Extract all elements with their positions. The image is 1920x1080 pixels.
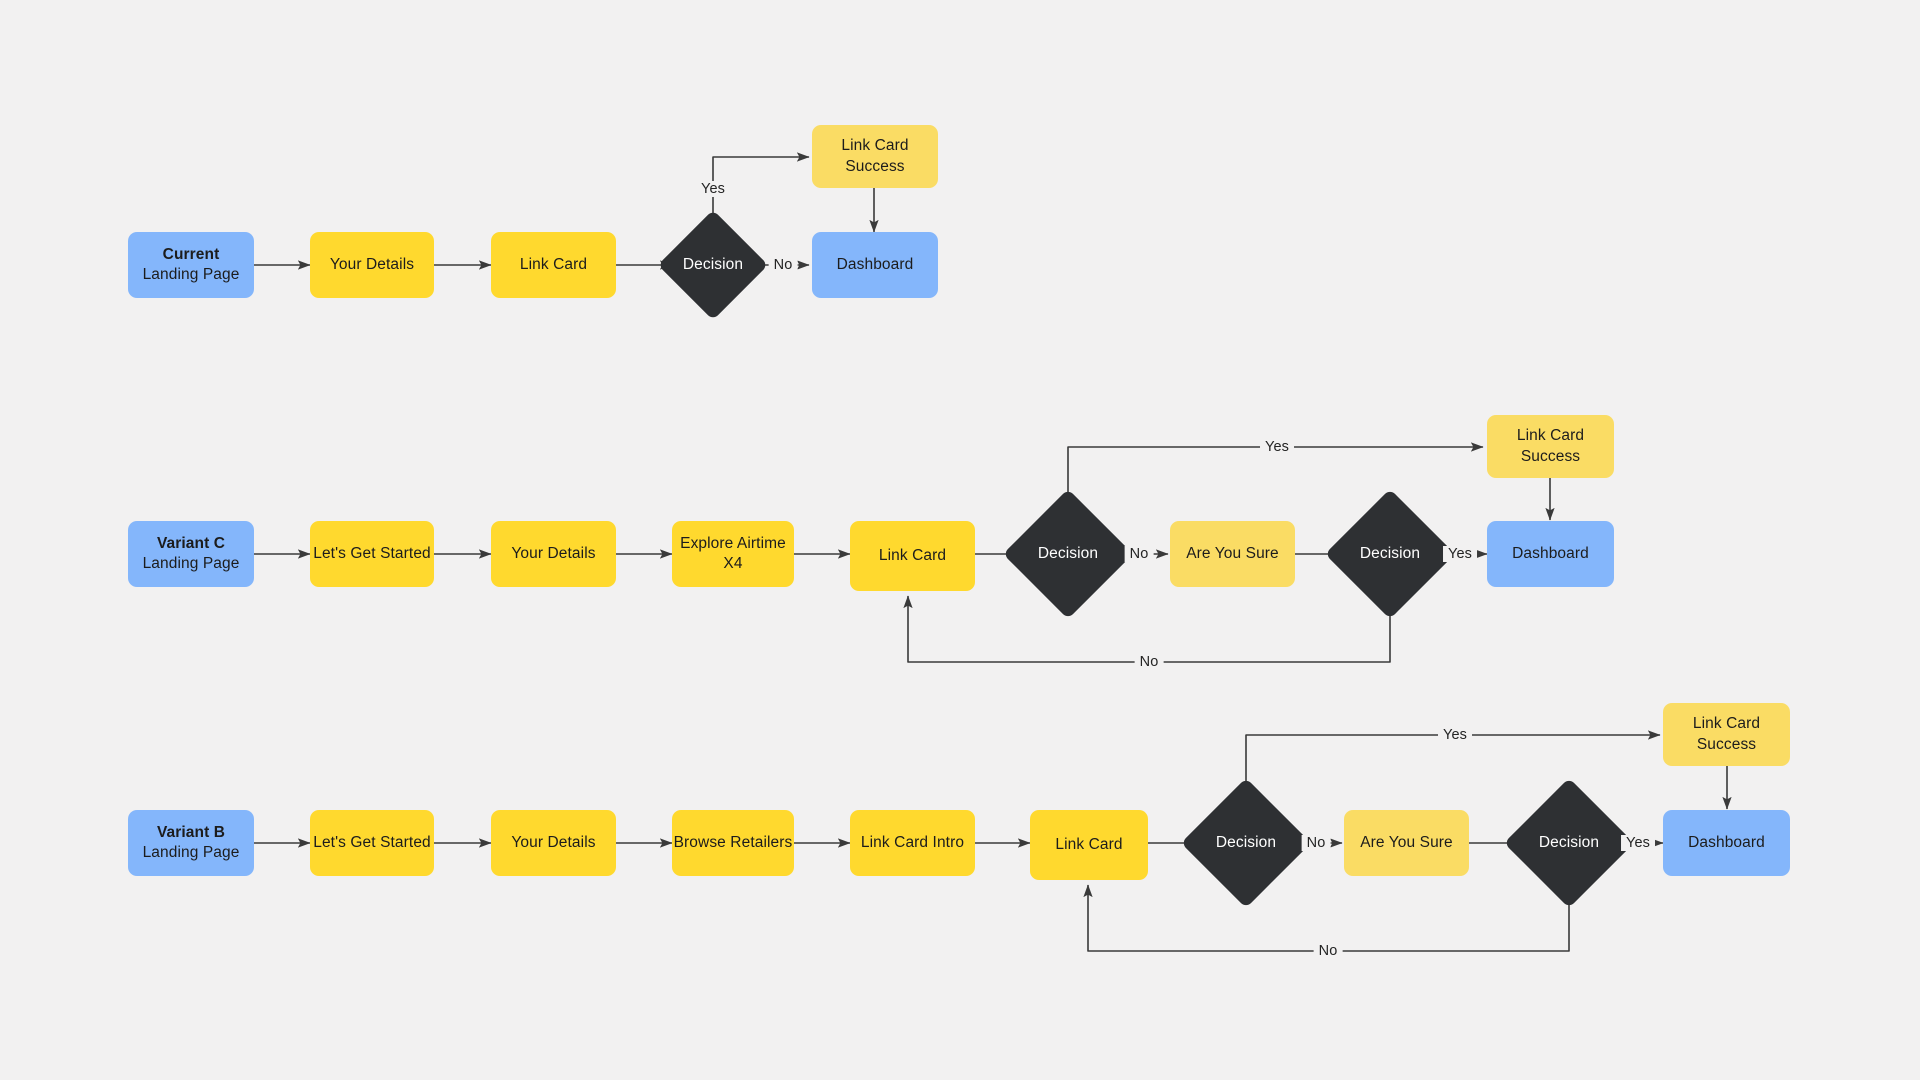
edge-label-row1-yes: Yes xyxy=(696,181,730,197)
node-variantc-landing-page[interactable]: Variant C Landing Page xyxy=(128,521,254,587)
edge-vc-dec1-to-success-yes xyxy=(1067,442,1484,514)
edge-label-row2-yes-1: Yes xyxy=(1260,439,1294,455)
edge-label-row3-yes-2: Yes xyxy=(1621,835,1655,851)
node-variantc-decision-1[interactable]: Decision xyxy=(1002,488,1134,620)
edge-label-row3-no-1: No xyxy=(1301,835,1331,851)
node-title: Variant C xyxy=(156,534,226,552)
node-title: Your Details xyxy=(511,833,596,851)
edge-vb-dec1-to-success-yes xyxy=(1245,730,1661,803)
node-variantb-link-card-success[interactable]: Link Card Success xyxy=(1663,703,1790,766)
node-variantc-are-you-sure[interactable]: Are You Sure xyxy=(1170,521,1295,587)
node-title: Dashboard xyxy=(836,255,914,273)
node-title: Dashboard xyxy=(1512,544,1589,562)
node-subtitle: Landing Page xyxy=(142,844,240,861)
node-variantc-dashboard[interactable]: Dashboard xyxy=(1487,521,1614,587)
edge-vc-dec2-to-linkcard-no xyxy=(903,595,1391,663)
node-title: Explore Airtime X4 xyxy=(680,534,786,572)
node-title: Let's Get Started xyxy=(313,544,431,562)
edge-label-row2-no-2: No xyxy=(1134,654,1164,670)
node-title: Let's Get Started xyxy=(313,833,431,851)
node-current-link-card-success[interactable]: Link Card Success xyxy=(812,125,938,188)
edge-label-row1-no: No xyxy=(768,257,798,273)
node-title: Link Card Success xyxy=(841,137,909,175)
node-title: Decision xyxy=(682,256,744,273)
node-title: Link Card Success xyxy=(1692,715,1761,753)
node-title: Are You Sure xyxy=(1186,544,1279,562)
node-variantc-link-card-success[interactable]: Link Card Success xyxy=(1487,415,1614,478)
node-title: Browse Retailers xyxy=(673,833,793,851)
node-variantb-landing-page[interactable]: Variant B Landing Page xyxy=(128,810,254,876)
node-variantb-your-details[interactable]: Your Details xyxy=(491,810,616,876)
node-current-landing-page[interactable]: Current Landing Page xyxy=(128,232,254,298)
node-current-your-details[interactable]: Your Details xyxy=(310,232,434,298)
node-title: Decision xyxy=(1359,545,1421,562)
node-variantb-dashboard[interactable]: Dashboard xyxy=(1663,810,1790,876)
node-title: Decision xyxy=(1215,834,1277,851)
node-variantb-link-card-intro[interactable]: Link Card Intro xyxy=(850,810,975,876)
node-title: Dashboard xyxy=(1688,833,1765,851)
node-variantb-lets-get-started[interactable]: Let's Get Started xyxy=(310,810,434,876)
node-variantb-decision-2[interactable]: Decision xyxy=(1503,777,1635,909)
node-variantb-decision-1[interactable]: Decision xyxy=(1180,777,1312,909)
node-title: Link Card Intro xyxy=(860,833,965,851)
node-title: Link Card Success xyxy=(1516,427,1585,465)
node-variantb-are-you-sure[interactable]: Are You Sure xyxy=(1344,810,1469,876)
edge-label-row2-no-1: No xyxy=(1124,546,1154,562)
node-variantc-link-card[interactable]: Link Card xyxy=(850,521,975,591)
node-current-decision-1[interactable]: Decision xyxy=(657,209,769,321)
node-current-link-card[interactable]: Link Card xyxy=(491,232,616,298)
node-title: Decision xyxy=(1037,545,1099,562)
node-title: Are You Sure xyxy=(1360,833,1453,851)
node-title: Link Card xyxy=(519,255,588,273)
node-title: Variant B xyxy=(156,823,226,841)
edge-label-row3-yes-1: Yes xyxy=(1438,727,1472,743)
node-variantc-your-details[interactable]: Your Details xyxy=(491,521,616,587)
node-current-dashboard[interactable]: Dashboard xyxy=(812,232,938,298)
edge-label-row3-no-2: No xyxy=(1313,943,1343,959)
node-variantc-lets-get-started[interactable]: Let's Get Started xyxy=(310,521,434,587)
node-variantb-browse-retailers[interactable]: Browse Retailers xyxy=(672,810,794,876)
node-variantc-decision-2[interactable]: Decision xyxy=(1324,488,1456,620)
node-title: Your Details xyxy=(511,544,596,562)
edge-label-row2-yes-2: Yes xyxy=(1443,546,1477,562)
node-title: Link Card xyxy=(878,546,947,564)
node-title: Decision xyxy=(1538,834,1600,851)
node-variantb-link-card[interactable]: Link Card xyxy=(1030,810,1148,880)
node-title: Your Details xyxy=(329,255,415,273)
node-subtitle: Landing Page xyxy=(142,555,240,572)
node-title: Current xyxy=(162,245,220,263)
node-subtitle: Landing Page xyxy=(142,266,240,283)
node-variantc-explore-airtime[interactable]: Explore Airtime X4 xyxy=(672,521,794,587)
edge-vb-dec2-to-linkcard-no xyxy=(1083,884,1570,952)
node-title: Link Card xyxy=(1055,835,1123,853)
